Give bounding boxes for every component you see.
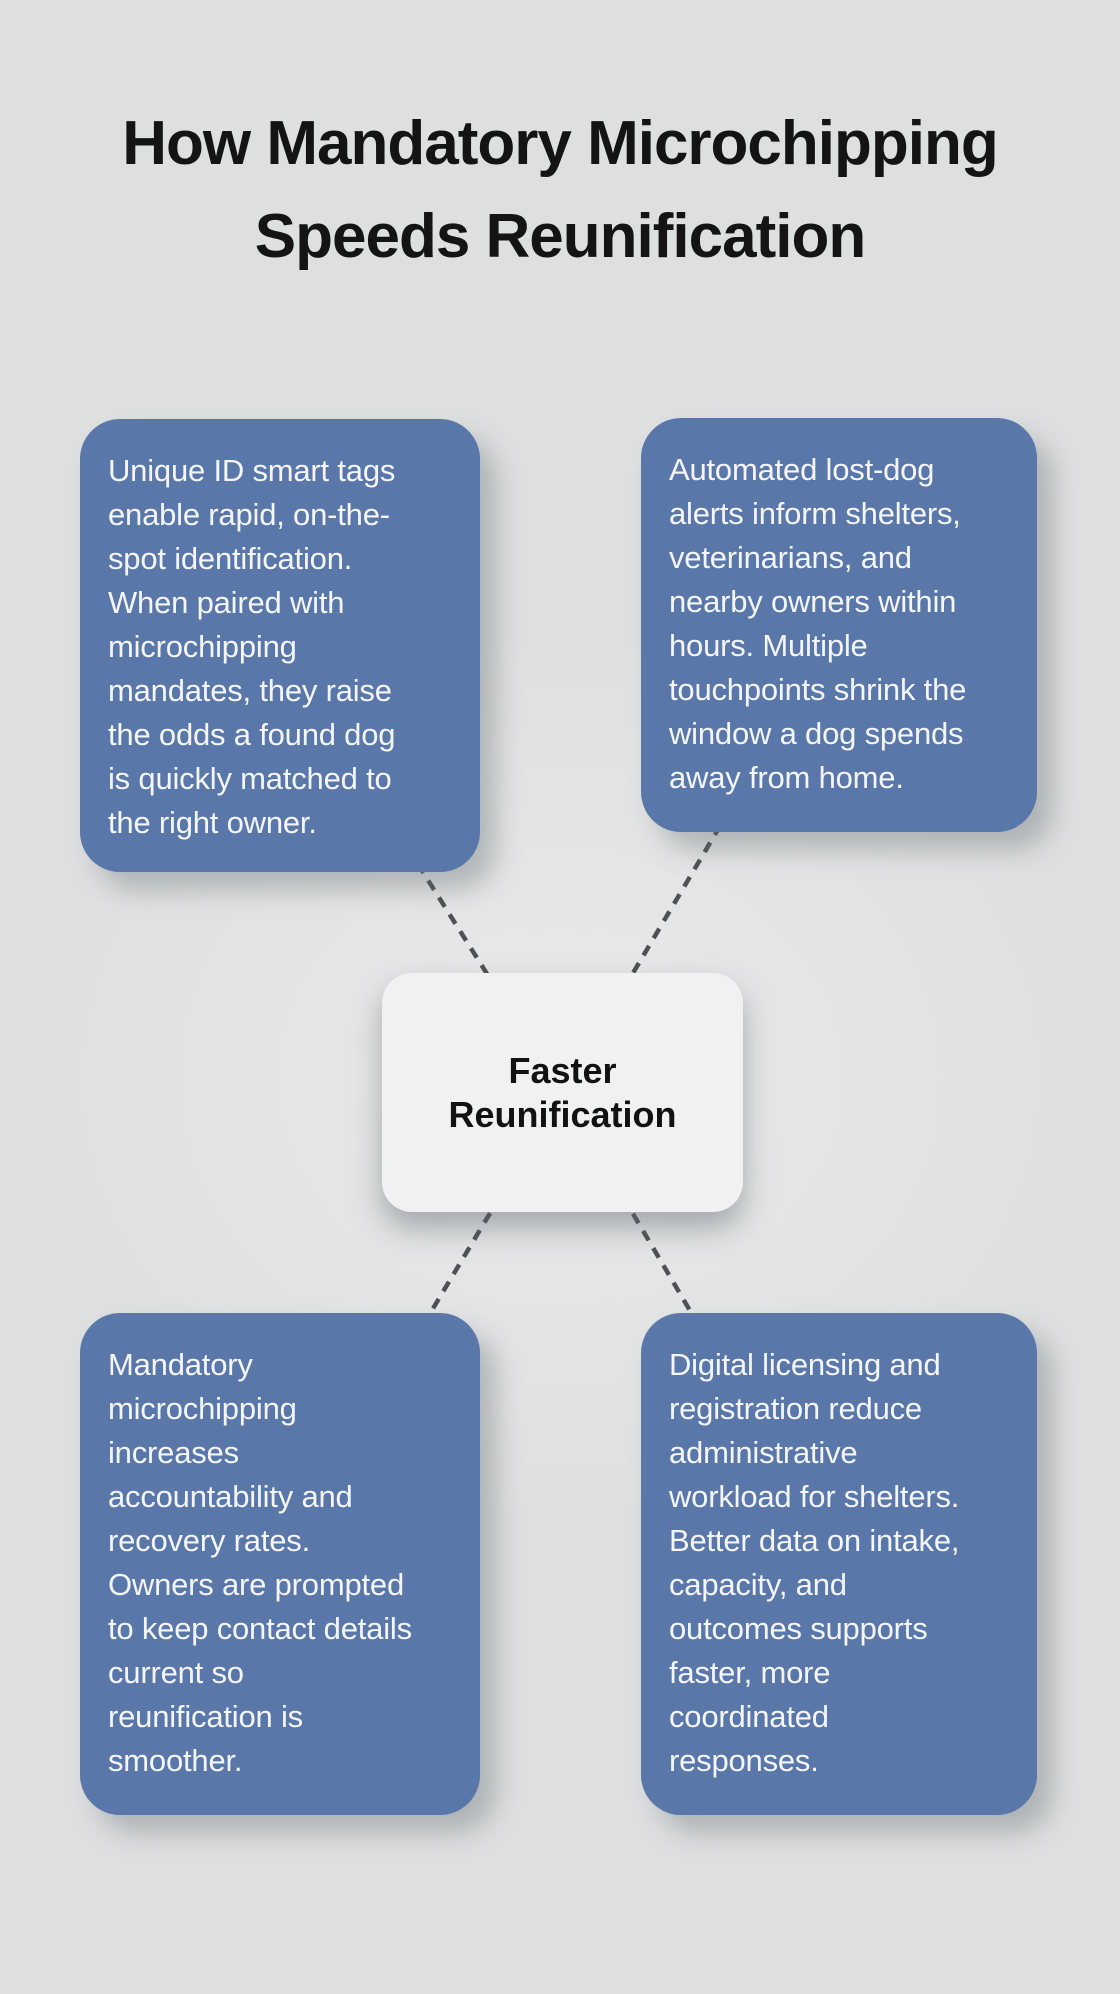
benefit-node-top-right: Automated lost-dog alerts inform shelter… xyxy=(641,418,1037,832)
benefit-node-top-left: Unique ID smart tags enable rapid, on-th… xyxy=(80,419,480,872)
center-node: Faster Reunification xyxy=(382,973,743,1212)
benefit-node-bottom-right: Digital licensing and registration reduc… xyxy=(641,1313,1037,1815)
infographic-title: How Mandatory Microchipping Speeds Reuni… xyxy=(122,109,998,271)
benefit-node-bottom-left: Mandatory microchipping increases accoun… xyxy=(80,1313,480,1815)
center-node-label: Faster Reunification xyxy=(448,1049,677,1135)
